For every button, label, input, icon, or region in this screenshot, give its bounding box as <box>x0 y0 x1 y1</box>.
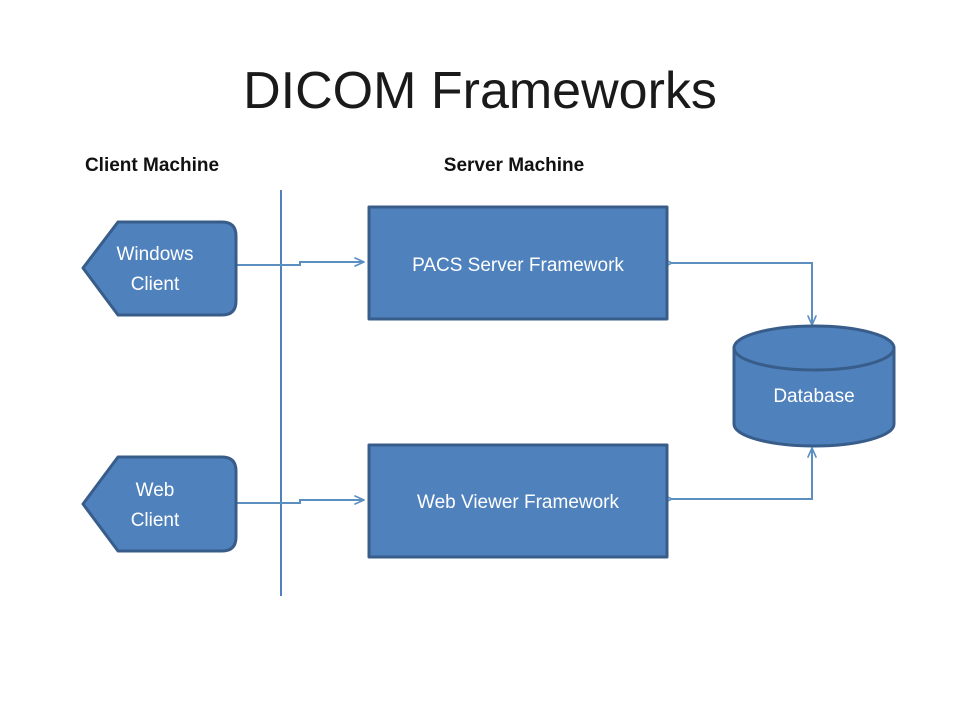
database-cylinder-body <box>732 346 896 448</box>
page-title: DICOM Frameworks <box>243 62 717 120</box>
web-viewer-shape <box>367 443 669 559</box>
pacs-server-shape <box>367 205 669 321</box>
web-client-label-line1: Web <box>136 480 175 501</box>
node-pacs-server-framework[interactable]: PACS Server Framework <box>367 205 669 321</box>
web-client-label-line2: Client <box>131 510 180 531</box>
web-client-shape <box>81 455 238 553</box>
node-database[interactable]: Database <box>732 324 896 448</box>
pacs-server-label: PACS Server Framework <box>412 255 624 276</box>
lane-label-server-machine: Server Machine <box>444 155 584 176</box>
node-web-viewer-framework[interactable]: Web Viewer Framework <box>367 443 669 559</box>
database-cylinder-top <box>732 324 896 372</box>
lane-label-client-machine: Client Machine <box>85 155 219 176</box>
connector-web-viewer-to-database <box>662 447 817 504</box>
windows-client-label-line2: Client <box>131 274 180 295</box>
windows-client-shape <box>81 220 238 317</box>
node-windows-client[interactable]: Windows Client <box>81 220 238 317</box>
connector-pacs-server-to-database <box>662 258 817 326</box>
connector-windows-client-to-pacs-server <box>228 257 365 270</box>
windows-client-label-line1: Windows <box>116 244 193 265</box>
database-label: Database <box>773 386 854 407</box>
connector-web-client-to-web-viewer <box>228 495 365 508</box>
web-viewer-label: Web Viewer Framework <box>417 492 620 513</box>
node-web-client[interactable]: Web Client <box>81 455 238 553</box>
